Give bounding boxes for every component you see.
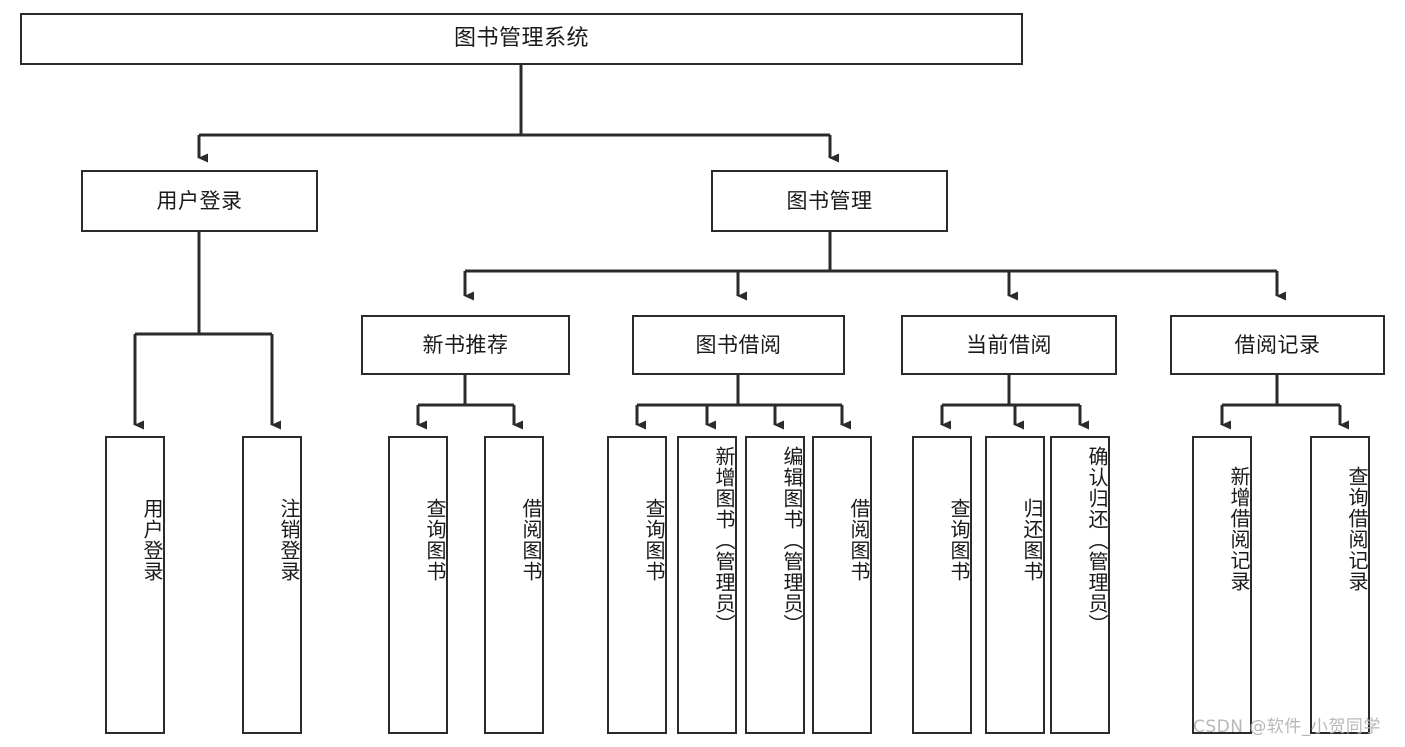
node-leaf-query-book-3-label: 查询图书 — [947, 498, 971, 582]
node-leaf-user-login-label: 用户登录 — [140, 498, 164, 582]
node-leaf-query-book-1-label: 查询图书 — [423, 498, 447, 582]
node-leaf-add-book-label: 新增图书（管理员） — [712, 446, 736, 635]
node-leaf-add-record[interactable]: 新增借阅记录 — [1192, 436, 1252, 734]
node-leaf-edit-book-label: 编辑图书（管理员） — [780, 446, 804, 635]
node-leaf-confirm-return[interactable]: 确认归还（管理员） — [1050, 436, 1110, 734]
node-leaf-return-book[interactable]: 归还图书 — [985, 436, 1045, 734]
node-leaf-add-book[interactable]: 新增图书（管理员） — [677, 436, 737, 734]
node-leaf-query-book-3[interactable]: 查询图书 — [912, 436, 972, 734]
node-leaf-query-book-2-label: 查询图书 — [642, 498, 666, 582]
node-leaf-query-book-1[interactable]: 查询图书 — [388, 436, 448, 734]
node-leaf-borrow-book-1-label: 借阅图书 — [519, 498, 543, 582]
node-leaf-query-record[interactable]: 查询借阅记录 — [1310, 436, 1370, 734]
node-new-book-recommend[interactable]: 新书推荐 — [361, 315, 570, 375]
node-root-system[interactable]: 图书管理系统 — [20, 13, 1023, 65]
node-leaf-return-book-label: 归还图书 — [1020, 498, 1044, 582]
node-leaf-logout-login-label: 注销登录 — [277, 498, 301, 582]
node-book-borrow[interactable]: 图书借阅 — [632, 315, 845, 375]
node-leaf-query-book-2[interactable]: 查询图书 — [607, 436, 667, 734]
node-leaf-borrow-book-2-label: 借阅图书 — [847, 498, 871, 582]
node-leaf-borrow-book-1[interactable]: 借阅图书 — [484, 436, 544, 734]
node-book-manage[interactable]: 图书管理 — [711, 170, 948, 232]
node-leaf-borrow-book-2[interactable]: 借阅图书 — [812, 436, 872, 734]
node-leaf-edit-book[interactable]: 编辑图书（管理员） — [745, 436, 805, 734]
node-leaf-query-record-label: 查询借阅记录 — [1345, 466, 1369, 592]
csdn-watermark: CSDN @软件_小贺同学 — [1193, 717, 1381, 737]
node-leaf-add-record-label: 新增借阅记录 — [1227, 466, 1251, 592]
node-leaf-confirm-return-label: 确认归还（管理员） — [1085, 446, 1109, 635]
node-borrow-record[interactable]: 借阅记录 — [1170, 315, 1385, 375]
node-current-borrow[interactable]: 当前借阅 — [901, 315, 1117, 375]
node-user-login[interactable]: 用户登录 — [81, 170, 318, 232]
node-leaf-logout-login[interactable]: 注销登录 — [242, 436, 302, 734]
node-leaf-user-login[interactable]: 用户登录 — [105, 436, 165, 734]
